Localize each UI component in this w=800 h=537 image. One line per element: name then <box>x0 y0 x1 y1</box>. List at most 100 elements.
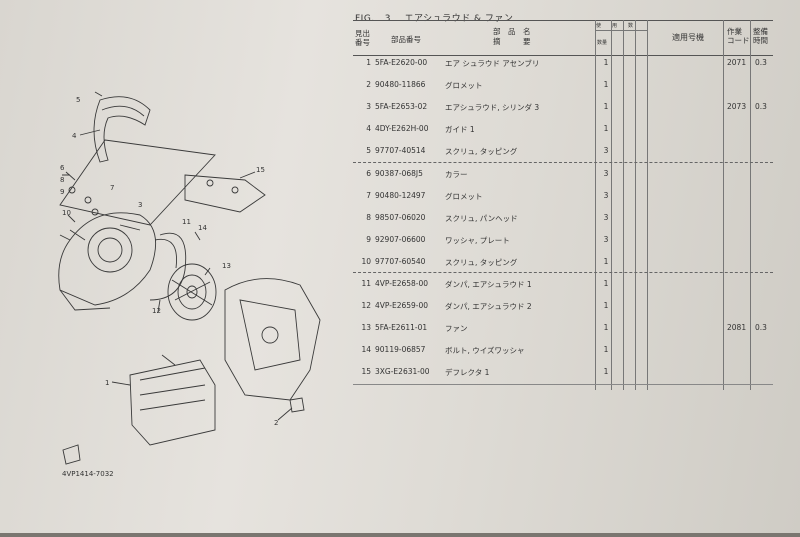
part-name-cell: ファン <box>445 324 468 334</box>
qty-cell: 1 <box>603 323 609 333</box>
ref-no-cell: 10 <box>361 256 371 266</box>
header-qty: 数量 <box>597 40 608 46</box>
table-row: 14 90119-06857 ボルト, ウイズワッシャ 1 <box>353 345 773 366</box>
qty-cell: 1 <box>603 279 609 288</box>
ref-no-cell: 13 <box>361 323 371 333</box>
ref-no-cell: 14 <box>361 345 371 355</box>
qty-cell: 1 <box>603 80 609 90</box>
callout-13: 13 <box>222 262 231 270</box>
callout-12: 12 <box>152 307 161 315</box>
qty-cell: 3 <box>603 212 609 222</box>
part-name-cell: グロメット <box>445 81 483 91</box>
col-rule <box>723 20 724 390</box>
part-name-cell: グロメット <box>445 191 483 201</box>
damper-part <box>149 232 187 301</box>
callout-15: 15 <box>256 166 265 174</box>
figure-name: エアシュラウド & ファン <box>404 14 514 24</box>
part-name-cell: エアシュラウド, シリンダ 3 <box>445 103 540 113</box>
callout-6: 6 <box>60 164 65 172</box>
part-number-cell: 90387-068J5 <box>375 168 423 178</box>
ref-no-cell: 8 <box>366 212 371 222</box>
table-row: 4 4DY-E262H-00 ガイド 1 1 <box>353 124 773 145</box>
callout-10: 10 <box>62 209 71 217</box>
qty-cell: 1 <box>603 124 609 134</box>
callout-1: 1 <box>105 379 109 387</box>
ref-no-cell: 1 <box>366 58 371 67</box>
part-number-cell: 98507-06020 <box>375 212 426 222</box>
table-header: 見出 番号 部品番号 部 品 名 摘 要 使 用 数 数量 適用号機 作業 コー… <box>353 20 773 56</box>
callout-14: 14 <box>198 224 207 232</box>
header-subrule <box>595 30 647 31</box>
part-number-cell: 4VP-E2659-00 <box>375 301 429 311</box>
part-name-cell: ワッシャ, プレート <box>445 235 510 245</box>
table-end-rule <box>353 383 773 385</box>
work-code-cell: 2071 <box>727 58 747 67</box>
ref-no-cell: 12 <box>361 301 371 311</box>
part-number-cell: 5FA-E2653-02 <box>375 102 428 112</box>
col-rule <box>623 20 624 390</box>
part-name-cell: スクリュ, パンヘッド <box>445 213 518 223</box>
col-rule <box>647 20 648 390</box>
ref-no-cell: 4 <box>366 124 371 134</box>
callout-9: 9 <box>60 188 64 196</box>
figure-number: 3 <box>384 14 391 24</box>
table-row: 10 97707-60540 スクリュ, タッピング 1 <box>353 257 773 278</box>
qty-cell: 1 <box>603 345 609 355</box>
qty-cell: 3 <box>603 234 609 244</box>
ref-no-cell: 11 <box>361 279 371 288</box>
part-name-cell: スクリュ, タッピング <box>445 147 518 157</box>
part-number-cell: 90119-06857 <box>375 345 426 355</box>
figure-label: FIG. <box>355 14 375 24</box>
work-time-cell: 0.3 <box>755 58 767 67</box>
part-number-cell: 5FA-E2620-00 <box>375 58 428 67</box>
air-shroud-upper-part <box>93 96 151 163</box>
part-number-cell: 5FA-E2611-01 <box>375 323 428 333</box>
part-number-cell: 90480-12497 <box>375 190 426 200</box>
callout-5: 5 <box>76 96 80 104</box>
guide-plate-part <box>59 139 216 226</box>
qty-cell: 1 <box>603 301 609 311</box>
part-number-cell: 97707-40514 <box>375 146 426 156</box>
qty-cell: 1 <box>603 58 609 67</box>
exploded-parts-diagram: 5 4 6 8 9 7 10 3 11 14 12 13 15 1 2 4VP1… <box>0 0 330 533</box>
qty-cell: 1 <box>603 256 609 266</box>
figure-title: FIG. 3 エアシュラウド & ファン <box>355 11 513 24</box>
part-number-cell: 97707-60540 <box>375 256 426 266</box>
work-code-cell: 2081 <box>727 323 747 333</box>
ref-no-cell: 9 <box>366 234 371 244</box>
parts-table: 見出 番号 部品番号 部 品 名 摘 要 使 用 数 数量 適用号機 作業 コー… <box>353 20 773 518</box>
table-row: 3 5FA-E2653-02 エアシュラウド, シリンダ 3 1 2073 0.3 <box>353 102 773 123</box>
table-row: 8 98507-06020 スクリュ, パンヘッド 3 <box>353 213 773 234</box>
table-row: 1 5FA-E2620-00 エア シュラウド アセンブリ 1 2071 0.3 <box>353 58 773 79</box>
part-name-cell: エア シュラウド アセンブリ <box>445 59 540 68</box>
part-name-cell: スクリュ, タッピング <box>445 257 518 267</box>
group-separator <box>353 161 773 163</box>
ref-no-cell: 3 <box>366 102 371 112</box>
ref-no-cell: 6 <box>366 168 371 178</box>
part-name-cell: デフレクタ 1 <box>445 368 490 378</box>
part-name-cell: ダンパ, エアシュラウド 2 <box>445 302 532 312</box>
header-ref-no: 見出 番号 <box>355 29 370 47</box>
qty-cell: 1 <box>603 102 609 112</box>
col-rule <box>595 20 596 390</box>
callout-3: 3 <box>138 201 142 209</box>
part-name-cell: ガイド 1 <box>445 125 475 135</box>
ref-no-cell: 7 <box>366 190 371 200</box>
qty-cell: 3 <box>603 146 609 156</box>
part-number-cell: 4DY-E262H-00 <box>375 124 429 134</box>
work-time-cell: 0.3 <box>755 102 767 112</box>
lower-shroud-part <box>129 359 216 446</box>
header-time: 整備 時間 <box>753 27 768 45</box>
part-number-cell: 92907-06600 <box>375 234 426 244</box>
work-code-cell: 2073 <box>727 102 747 112</box>
part-name-cell: ボルト, ウイズワッシャ <box>445 346 525 356</box>
part-name-cell: カラー <box>445 169 468 179</box>
qty-cell: 3 <box>603 168 609 178</box>
